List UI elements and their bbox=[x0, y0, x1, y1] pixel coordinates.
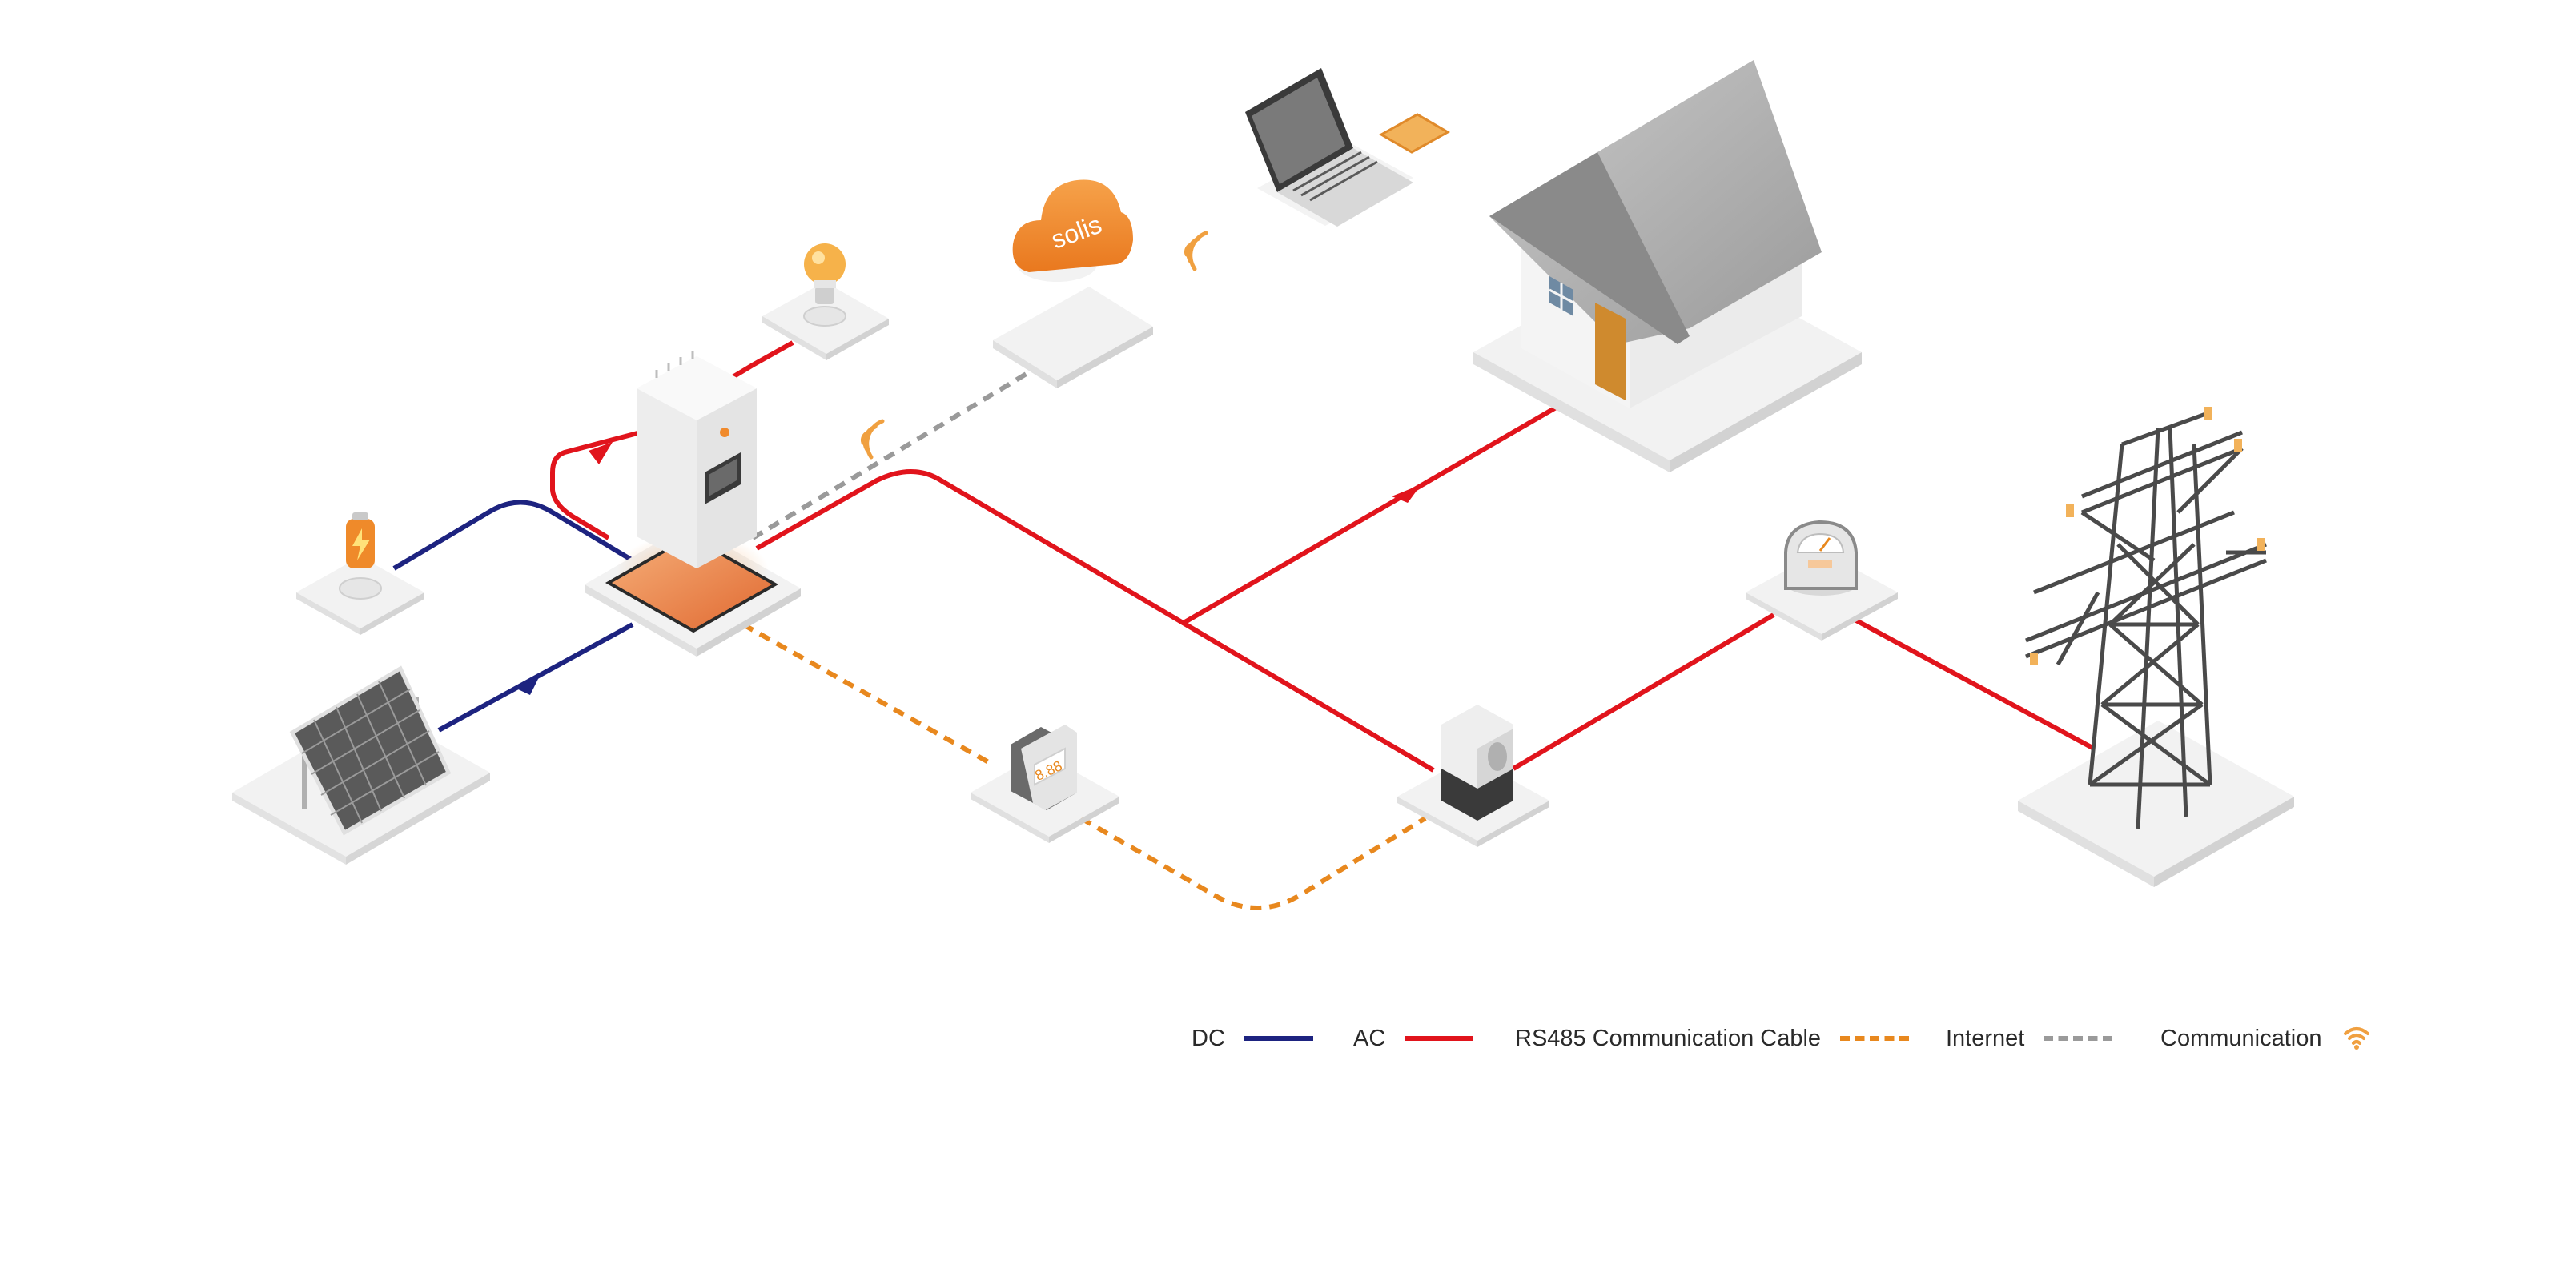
legend-dc-label: DC bbox=[1192, 1025, 1225, 1051]
legend-dc: DC bbox=[1192, 1018, 1313, 1058]
smart-meter-icon: 8.88 bbox=[1011, 725, 1077, 810]
ac-line-grid bbox=[1855, 618, 2096, 751]
legend-internet-swatch bbox=[2044, 1036, 2113, 1041]
ac-line-bulb bbox=[550, 340, 794, 540]
legend-dc-swatch bbox=[1244, 1036, 1313, 1041]
dc-arrow bbox=[516, 674, 541, 695]
battery-icon bbox=[339, 512, 382, 600]
ac-arrow-inverter bbox=[589, 442, 613, 464]
tower-insulators bbox=[2030, 407, 2265, 665]
cloud-platform bbox=[993, 287, 1153, 380]
legend-ac-label: AC bbox=[1353, 1025, 1386, 1051]
platforms bbox=[232, 140, 2294, 887]
legend-rs485-swatch bbox=[1840, 1036, 1910, 1041]
house-roof bbox=[1489, 60, 1822, 344]
wifi-signal-icon bbox=[860, 419, 885, 460]
wires bbox=[392, 340, 2096, 910]
rs485-line bbox=[741, 622, 1427, 910]
light-bulb-icon bbox=[803, 243, 846, 327]
ac-line-meter bbox=[1512, 612, 1775, 771]
pylon-platform bbox=[2018, 721, 2294, 877]
wifi-signal-cloud-icon bbox=[1184, 231, 1208, 271]
ac-line-main bbox=[755, 469, 1435, 773]
inverter-pad bbox=[605, 534, 779, 633]
house-door bbox=[1595, 303, 1626, 400]
ac-line-house bbox=[1182, 402, 1563, 625]
legend-communication: Communication bbox=[2160, 1018, 2373, 1058]
internet-line bbox=[751, 367, 1035, 540]
solar-panel-icon bbox=[289, 665, 452, 836]
grid-meter-icon bbox=[1784, 520, 1858, 596]
legend-wifi-icon bbox=[2344, 1027, 2370, 1050]
legend-communication-label: Communication bbox=[2160, 1025, 2322, 1051]
legend-ac-swatch bbox=[1405, 1036, 1474, 1041]
current-transformer-icon bbox=[1441, 705, 1513, 821]
laptop-icon bbox=[1245, 68, 1413, 227]
inverter-icon bbox=[605, 351, 779, 633]
house-icon bbox=[1489, 60, 1822, 408]
legend-rs485: RS485 Communication Cable bbox=[1515, 1018, 1910, 1058]
transmission-tower-icon bbox=[2025, 410, 2267, 829]
legend-rs485-label: RS485 Communication Cable bbox=[1515, 1025, 1822, 1051]
smart-meter-screen bbox=[1034, 747, 1066, 786]
legend-internet: Internet bbox=[1946, 1018, 2113, 1058]
cloud-icon: solis bbox=[1012, 179, 1133, 282]
dc-line-battery bbox=[392, 500, 634, 571]
phone-icon bbox=[1378, 113, 1451, 154]
legend-ac: AC bbox=[1353, 1018, 1474, 1058]
legend-internet-label: Internet bbox=[1946, 1025, 2025, 1051]
ac-arrow-house bbox=[1392, 484, 1421, 503]
